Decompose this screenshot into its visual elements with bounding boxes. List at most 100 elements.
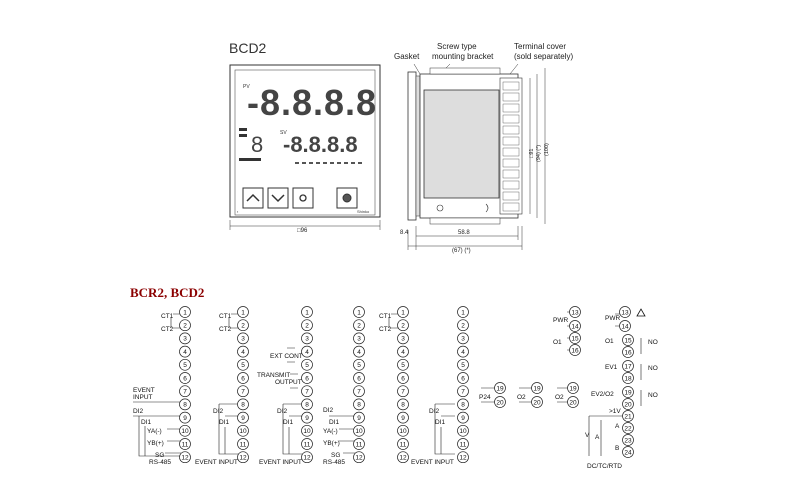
terminal-number: 8 xyxy=(357,402,361,409)
terminal-number: 10 xyxy=(239,428,247,435)
warning-triangle-icon xyxy=(636,308,646,317)
terminal-1-col4 xyxy=(353,306,365,318)
svg-text:CT1: CT1 xyxy=(219,313,232,320)
terminal-22 xyxy=(622,422,634,434)
terminal-7-col5 xyxy=(397,385,409,398)
svg-text:>1V: >1V xyxy=(609,408,621,415)
terminal-16 xyxy=(622,346,634,358)
terminal-number: 3 xyxy=(461,336,465,343)
terminal-number: 10 xyxy=(303,428,311,435)
terminal-4-col1 xyxy=(179,345,191,358)
mode-button[interactable] xyxy=(292,187,314,209)
svg-text:DI2: DI2 xyxy=(323,407,334,414)
svg-text:O2: O2 xyxy=(555,394,564,401)
svg-text:DI1: DI1 xyxy=(141,419,152,426)
terminal-20 xyxy=(567,396,579,408)
terminal-number: 7 xyxy=(305,389,309,396)
down-button[interactable] xyxy=(267,187,289,209)
svg-text:CT2: CT2 xyxy=(161,326,174,333)
terminal-number: 2 xyxy=(183,323,187,330)
svg-text:DI1: DI1 xyxy=(435,419,446,426)
svg-text:EXT CONT: EXT CONT xyxy=(270,353,303,360)
terminal-15 xyxy=(569,332,581,344)
terminal-9-col1 xyxy=(179,411,191,424)
terminal-number: 22 xyxy=(624,425,632,432)
up-button[interactable] xyxy=(242,187,264,209)
terminal-number: 12 xyxy=(181,455,189,462)
terminal-10-col5 xyxy=(397,424,409,437)
wiring-column-5: CT1 CT2 xyxy=(379,313,399,333)
chevron-down-icon xyxy=(271,194,285,203)
terminal-7-col2 xyxy=(237,385,249,398)
chevron-up-icon xyxy=(246,193,260,202)
svg-text:O1: O1 xyxy=(553,339,562,346)
terminal-23 xyxy=(622,434,634,446)
svg-text:YB(+): YB(+) xyxy=(323,440,340,447)
terminal-number: 1 xyxy=(461,309,465,316)
terminal-number: 1 xyxy=(241,309,245,316)
terminal-20 xyxy=(531,396,543,408)
terminal-number: 7 xyxy=(241,389,245,396)
terminal-3-col3 xyxy=(301,332,313,345)
terminal-number: 5 xyxy=(241,362,245,369)
svg-text:EVENT INPUT: EVENT INPUT xyxy=(259,459,302,466)
svg-text:V: V xyxy=(585,432,590,439)
terminal-11-col5 xyxy=(397,438,409,450)
svg-text:YA(-): YA(-) xyxy=(147,428,162,435)
terminal-number: 3 xyxy=(305,336,309,343)
pv-label: PV xyxy=(243,84,250,90)
wiring-column-1: CT1 CT2 EVENT INPUT DI2 DI1 YA(-) YB(+) … xyxy=(133,313,181,466)
svg-text:TRANSMIT: TRANSMIT xyxy=(257,372,290,379)
svg-text:P24: P24 xyxy=(479,394,491,401)
svg-text:RS-485: RS-485 xyxy=(149,459,171,466)
callout-gasket: Gasket xyxy=(394,52,420,61)
terminal-number: 11 xyxy=(182,441,189,448)
terminal-number: 19 xyxy=(624,389,632,396)
terminal-7-col1 xyxy=(179,385,191,398)
terminal-number: 15 xyxy=(571,335,579,342)
terminal-number: 1 xyxy=(357,309,361,316)
wiring-column-2: CT1 CT2 DI2 DI1 EVENT INPUT xyxy=(195,313,239,466)
terminal-10-col2 xyxy=(237,424,249,437)
dim-depth: 58.8 xyxy=(458,230,470,236)
fast-button[interactable] xyxy=(336,187,358,209)
terminal-number: 2 xyxy=(401,323,405,330)
dim-h3: (100) xyxy=(544,143,550,156)
brand-mark: ▪ xyxy=(237,210,238,214)
pv-display: -8.8.8.8 xyxy=(247,82,377,123)
svg-text:B: B xyxy=(615,445,619,452)
terminal-14 xyxy=(569,320,581,332)
svg-text:DI2: DI2 xyxy=(429,408,440,415)
terminal-number: 9 xyxy=(357,415,361,422)
terminal-20 xyxy=(494,396,506,408)
svg-text:YB(+): YB(+) xyxy=(147,440,164,447)
terminal-number: 4 xyxy=(241,349,245,356)
terminal-8-col5 xyxy=(397,398,409,411)
terminal-number: 2 xyxy=(461,323,465,330)
brand-logo: Shinko xyxy=(357,209,370,214)
terminal-12-col4 xyxy=(353,451,365,464)
terminal-2-col3 xyxy=(301,319,313,332)
terminal-12-col6 xyxy=(457,451,469,464)
terminal-number: 14 xyxy=(621,323,629,330)
terminal-number: 19 xyxy=(569,385,577,392)
terminal-11-col6 xyxy=(457,438,469,450)
svg-text:DI1: DI1 xyxy=(329,419,340,426)
terminal-number: 6 xyxy=(357,375,361,382)
terminal-6-col5 xyxy=(397,372,409,384)
terminal-number: 11 xyxy=(304,441,311,448)
dim-width: □96 xyxy=(297,228,308,234)
terminal-number: 9 xyxy=(183,415,187,422)
svg-text:DI1: DI1 xyxy=(283,419,294,426)
terminal-number: 12 xyxy=(239,455,247,462)
terminal-number: 11 xyxy=(400,441,407,448)
wiring-diagrams: CT1 CT2 EVENT INPUT DI2 DI1 YA(-) YB(+) … xyxy=(133,306,658,470)
terminal-number: 11 xyxy=(356,441,363,448)
terminal-4-col4 xyxy=(353,345,365,358)
terminal-number: 11 xyxy=(240,441,247,448)
terminal-4-col6 xyxy=(457,345,469,358)
terminal-number: 6 xyxy=(241,375,245,382)
callout-bracket-line1: Screw type xyxy=(437,42,477,51)
terminal-number: 20 xyxy=(569,399,577,406)
